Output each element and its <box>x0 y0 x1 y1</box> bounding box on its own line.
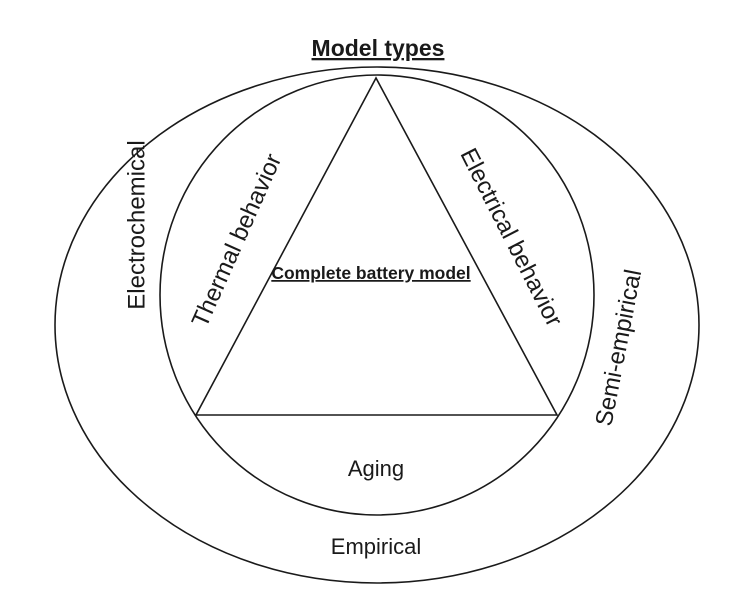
inner-right-label: Electrical behavior <box>454 144 567 331</box>
outer-left-label: Electrochemical <box>123 140 150 309</box>
outer-bottom-label: Empirical <box>331 534 421 559</box>
outer-right-label: Semi-empirical <box>590 267 647 428</box>
inner-circle <box>159 74 595 516</box>
outer-circle <box>54 66 700 584</box>
center-label: Complete battery model <box>271 263 470 283</box>
inner-bottom-label: Aging <box>348 456 404 481</box>
inner-left-label: Thermal behavior <box>187 150 288 332</box>
diagram-title: Model types <box>312 35 445 61</box>
triangle <box>194 76 559 416</box>
